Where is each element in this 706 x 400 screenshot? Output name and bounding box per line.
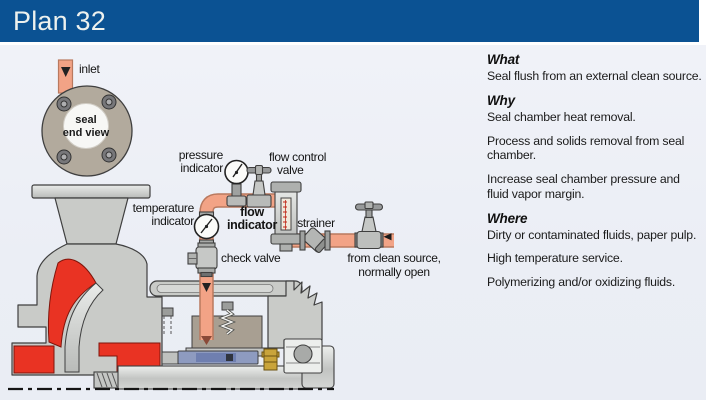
sight-glass <box>280 197 292 231</box>
diagram-labels: inlet pressure indicator flow control va… <box>79 62 441 279</box>
source-label-2: normally open <box>358 265 429 279</box>
seal-assembly <box>161 301 269 365</box>
why-paragraph-3: Increase seal chamber pressure and fluid… <box>487 172 680 201</box>
seal-spring <box>220 309 234 335</box>
impeller <box>64 282 104 373</box>
strainer-symbol <box>299 227 331 253</box>
brass-slinger <box>261 348 280 371</box>
why-paragraph-1: Seal chamber heat removal. <box>487 109 636 124</box>
discharge-flange <box>31 184 151 199</box>
pressure-indicator-gauge <box>224 159 249 207</box>
header-bar: Plan 32 <box>0 0 699 42</box>
heading-where: Where <box>487 210 528 226</box>
seal-chamber-fluid <box>98 342 161 372</box>
flow-indicator-label-1: flow <box>240 205 264 219</box>
shaft <box>93 345 335 390</box>
seal-bolts <box>56 94 117 165</box>
pump-shaft <box>117 365 307 390</box>
seal-end-view: seal end view <box>41 59 133 177</box>
flow-arrow-left <box>383 233 392 241</box>
heading-what: What <box>487 52 520 67</box>
where-paragraph-1: Dirty or contaminated fluids, paper pulp… <box>487 227 697 242</box>
what-paragraph: Seal flush from an external clean source… <box>487 69 702 83</box>
ball-bearing <box>283 338 323 374</box>
gland-nozzle <box>201 336 212 345</box>
check-valve <box>187 242 218 278</box>
flow-control-valve-label-2: valve <box>277 163 304 177</box>
page-title: Plan 32 <box>13 6 106 36</box>
source-valve <box>354 201 384 250</box>
seal-center <box>63 103 109 149</box>
gland-stud <box>161 307 174 317</box>
seal-end-view-label-2: end view <box>63 127 110 139</box>
pressure-indicator-label-2: indicator <box>180 161 223 175</box>
flow-arrow-down <box>202 283 211 292</box>
volute-channel <box>47 258 97 348</box>
temperature-indicator-label-1: temperature <box>133 201 195 215</box>
process-fluid <box>13 258 161 374</box>
pressure-indicator-label-1: pressure <box>179 148 224 162</box>
why-paragraph-2: Process and solids removal from seal cha… <box>487 133 685 163</box>
discharge-neck <box>54 197 129 245</box>
heading-why: Why <box>487 92 515 108</box>
inlet-arrow <box>61 67 71 77</box>
flow-indicator-label-2: indicator <box>227 218 278 232</box>
temperature-indicator-gauge <box>193 211 220 247</box>
info-panel: What Seal flush from an external clean s… <box>487 52 703 299</box>
flow-control-valve-label-1: flow control <box>269 150 326 164</box>
where-paragraph-3: Polymerizing and/or oxidizing fluids. <box>487 275 676 289</box>
seal-stud <box>221 301 234 311</box>
gland-flange-slot <box>156 284 274 293</box>
where-paragraph-2: High temperature service. <box>487 251 623 266</box>
check-valve-label: check valve <box>221 251 281 265</box>
inlet-label: inlet <box>79 62 100 76</box>
flow-indicator <box>270 181 302 252</box>
temperature-indicator-label-2: indicator <box>151 214 194 228</box>
flow-control-valve <box>246 164 272 208</box>
strainer-label: strainer <box>297 216 335 230</box>
seal-end-view-label-1: seal <box>75 114 96 126</box>
suction-fluid <box>13 345 55 374</box>
plan32-piping-diagram: seal end view inlet pressure indicator f… <box>8 59 441 391</box>
source-label-1: from clean source, <box>347 251 440 265</box>
